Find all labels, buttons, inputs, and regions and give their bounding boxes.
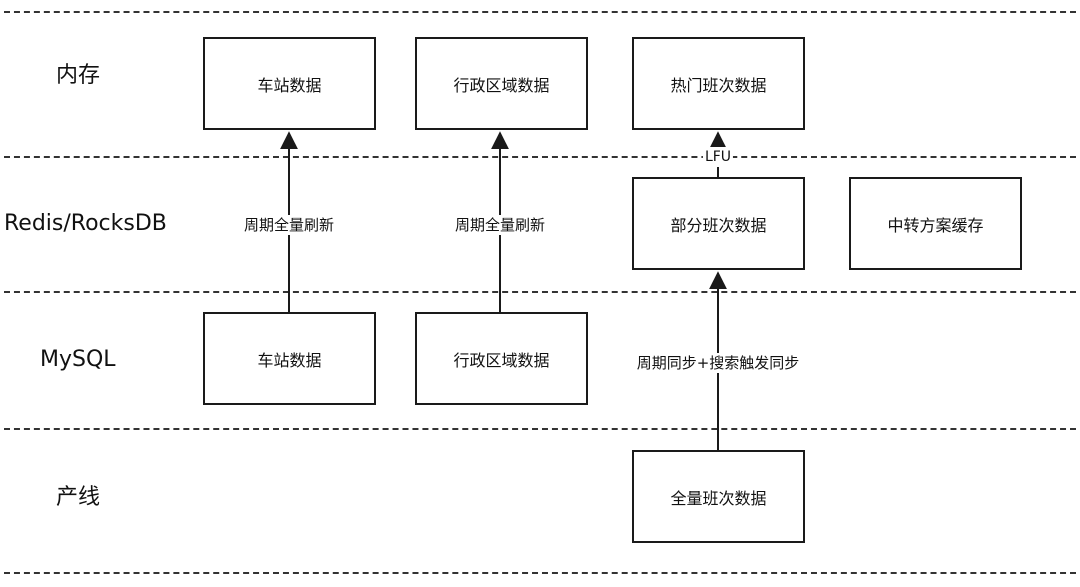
box-production-full-trip-data: 全量班次数据 — [632, 450, 805, 543]
box-redis-transfer-plan-cache: 中转方案缓存 — [849, 177, 1022, 270]
box-memory-hot-trip-data: 热门班次数据 — [632, 37, 805, 130]
layer-divider — [4, 156, 1076, 158]
box-mysql-station-data: 车站数据 — [203, 312, 376, 405]
layer-divider — [4, 572, 1076, 574]
box-memory-station-data: 车站数据 — [203, 37, 376, 130]
layer-divider — [4, 11, 1076, 13]
layer-divider — [4, 291, 1076, 293]
layer-label-redis: Redis/RocksDB — [4, 211, 167, 236]
box-redis-partial-trip-data: 部分班次数据 — [632, 177, 805, 270]
layer-divider — [4, 428, 1076, 430]
layer-label-memory: 内存 — [56, 63, 101, 88]
arrow-label-sync: 周期同步+搜索触发同步 — [633, 353, 803, 373]
arrow-label-lfu: LFU — [702, 147, 734, 167]
box-memory-admin-area-data: 行政区域数据 — [415, 37, 588, 130]
layer-label-production: 产线 — [56, 485, 101, 510]
arrow-label-admin-refresh: 周期全量刷新 — [451, 215, 549, 235]
arrow-label-station-refresh: 周期全量刷新 — [240, 215, 338, 235]
layer-label-mysql: MySQL — [40, 347, 116, 372]
box-mysql-admin-area-data: 行政区域数据 — [415, 312, 588, 405]
